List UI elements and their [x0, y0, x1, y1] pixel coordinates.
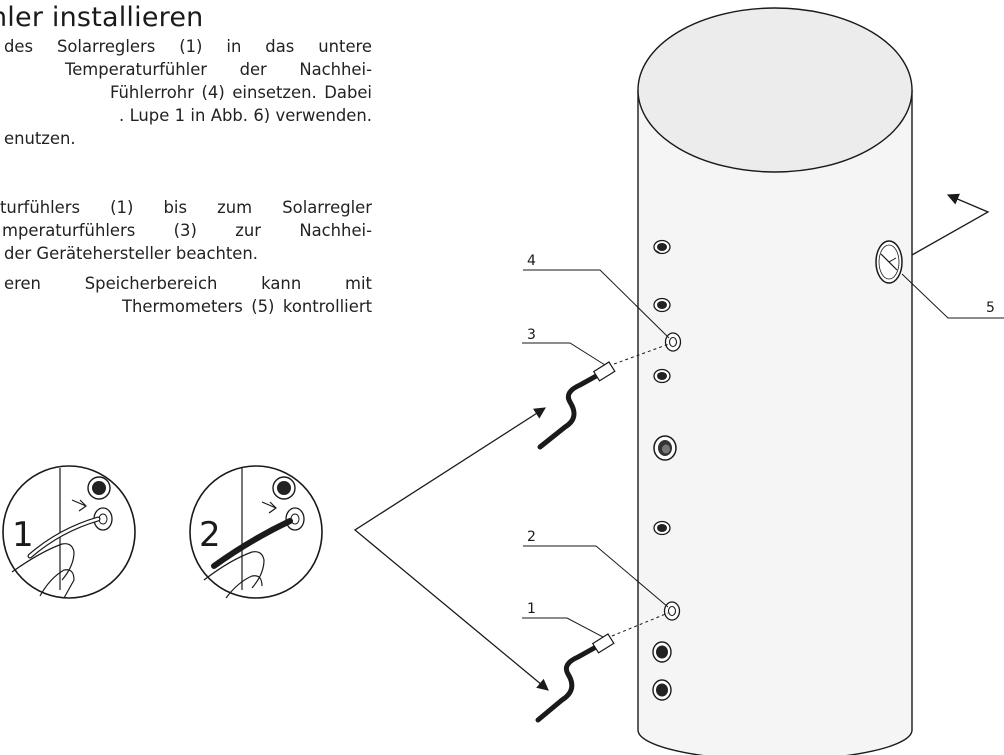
hand-outline — [203, 551, 265, 599]
detail-step-1: 1 — [12, 515, 34, 555]
temperature-sensor-upper — [537, 343, 670, 450]
callout-4: 4 — [527, 253, 536, 269]
callout-leaders — [522, 269, 1004, 638]
sensor-tube-opening-upper — [664, 332, 682, 352]
storage-tank — [637, 7, 913, 755]
pipe-connection — [652, 641, 672, 663]
text-line: des Solarreglers (1) in das untere — [4, 37, 372, 56]
text-line: enutzen. — [4, 129, 76, 148]
pipe-connection — [653, 520, 671, 536]
text-line: Temperaturfühler der Nachhei- — [65, 60, 372, 79]
text-line: mperaturfühlers (3) zur Nachhei- — [2, 221, 372, 240]
sensor-tube-openings — [663, 332, 682, 621]
text-line: Fühlerrohr (4) einsetzen. Dabei — [110, 83, 372, 102]
text-line: . Lupe 1 in Abb. 6) verwenden. — [119, 106, 372, 125]
pipe-connection — [653, 297, 671, 313]
sensor-with-cable — [211, 518, 293, 569]
detail-step-2: 2 — [199, 515, 221, 555]
magnifier-fitting — [272, 476, 296, 500]
paragraph-sensor-wiring: turfühlers (1) bis zum Solarregler mpera… — [0, 196, 372, 265]
callout-1: 1 — [527, 601, 536, 617]
hand-outline — [11, 543, 75, 599]
text-line: eren Speicherbereich kann mit — [4, 274, 372, 293]
text-line: Thermometers (5) kontrolliert — [122, 297, 372, 316]
pipe-connection — [653, 239, 671, 255]
pointer-arrows — [353, 193, 990, 691]
pipe-connections — [652, 239, 677, 701]
push-arrow — [261, 501, 277, 514]
magnifier-detail-1: 1 — [2, 465, 136, 599]
paragraph-thermometer-check: eren Speicherbereich kann mit Thermomete… — [0, 272, 372, 318]
section-heading: hler installieren — [0, 2, 204, 33]
push-arrow — [71, 499, 87, 512]
magnifier-detail-2: 2 — [189, 465, 323, 599]
callout-2: 2 — [527, 529, 536, 545]
pipe-connection — [652, 679, 672, 701]
magnifier-fitting — [87, 476, 111, 500]
pipe-connection — [653, 368, 671, 384]
sensor-tube-opening-lower — [663, 601, 681, 621]
temperature-sensor-lower — [535, 612, 669, 723]
pipe-connection-large — [653, 435, 677, 461]
magnifier-sensor-opening — [285, 507, 305, 531]
callout-3: 3 — [527, 327, 536, 343]
paragraph-sensor-insertion: des Solarreglers (1) in das untere Tempe… — [0, 35, 372, 150]
text-line: turfühlers (1) bis zum Solarregler — [0, 198, 372, 217]
thermometer-dial — [875, 240, 903, 284]
text-line: der Gerätehersteller beachten. — [4, 244, 258, 263]
callout-labels: 4 3 2 1 5 — [527, 253, 995, 617]
callout-5: 5 — [986, 300, 995, 316]
